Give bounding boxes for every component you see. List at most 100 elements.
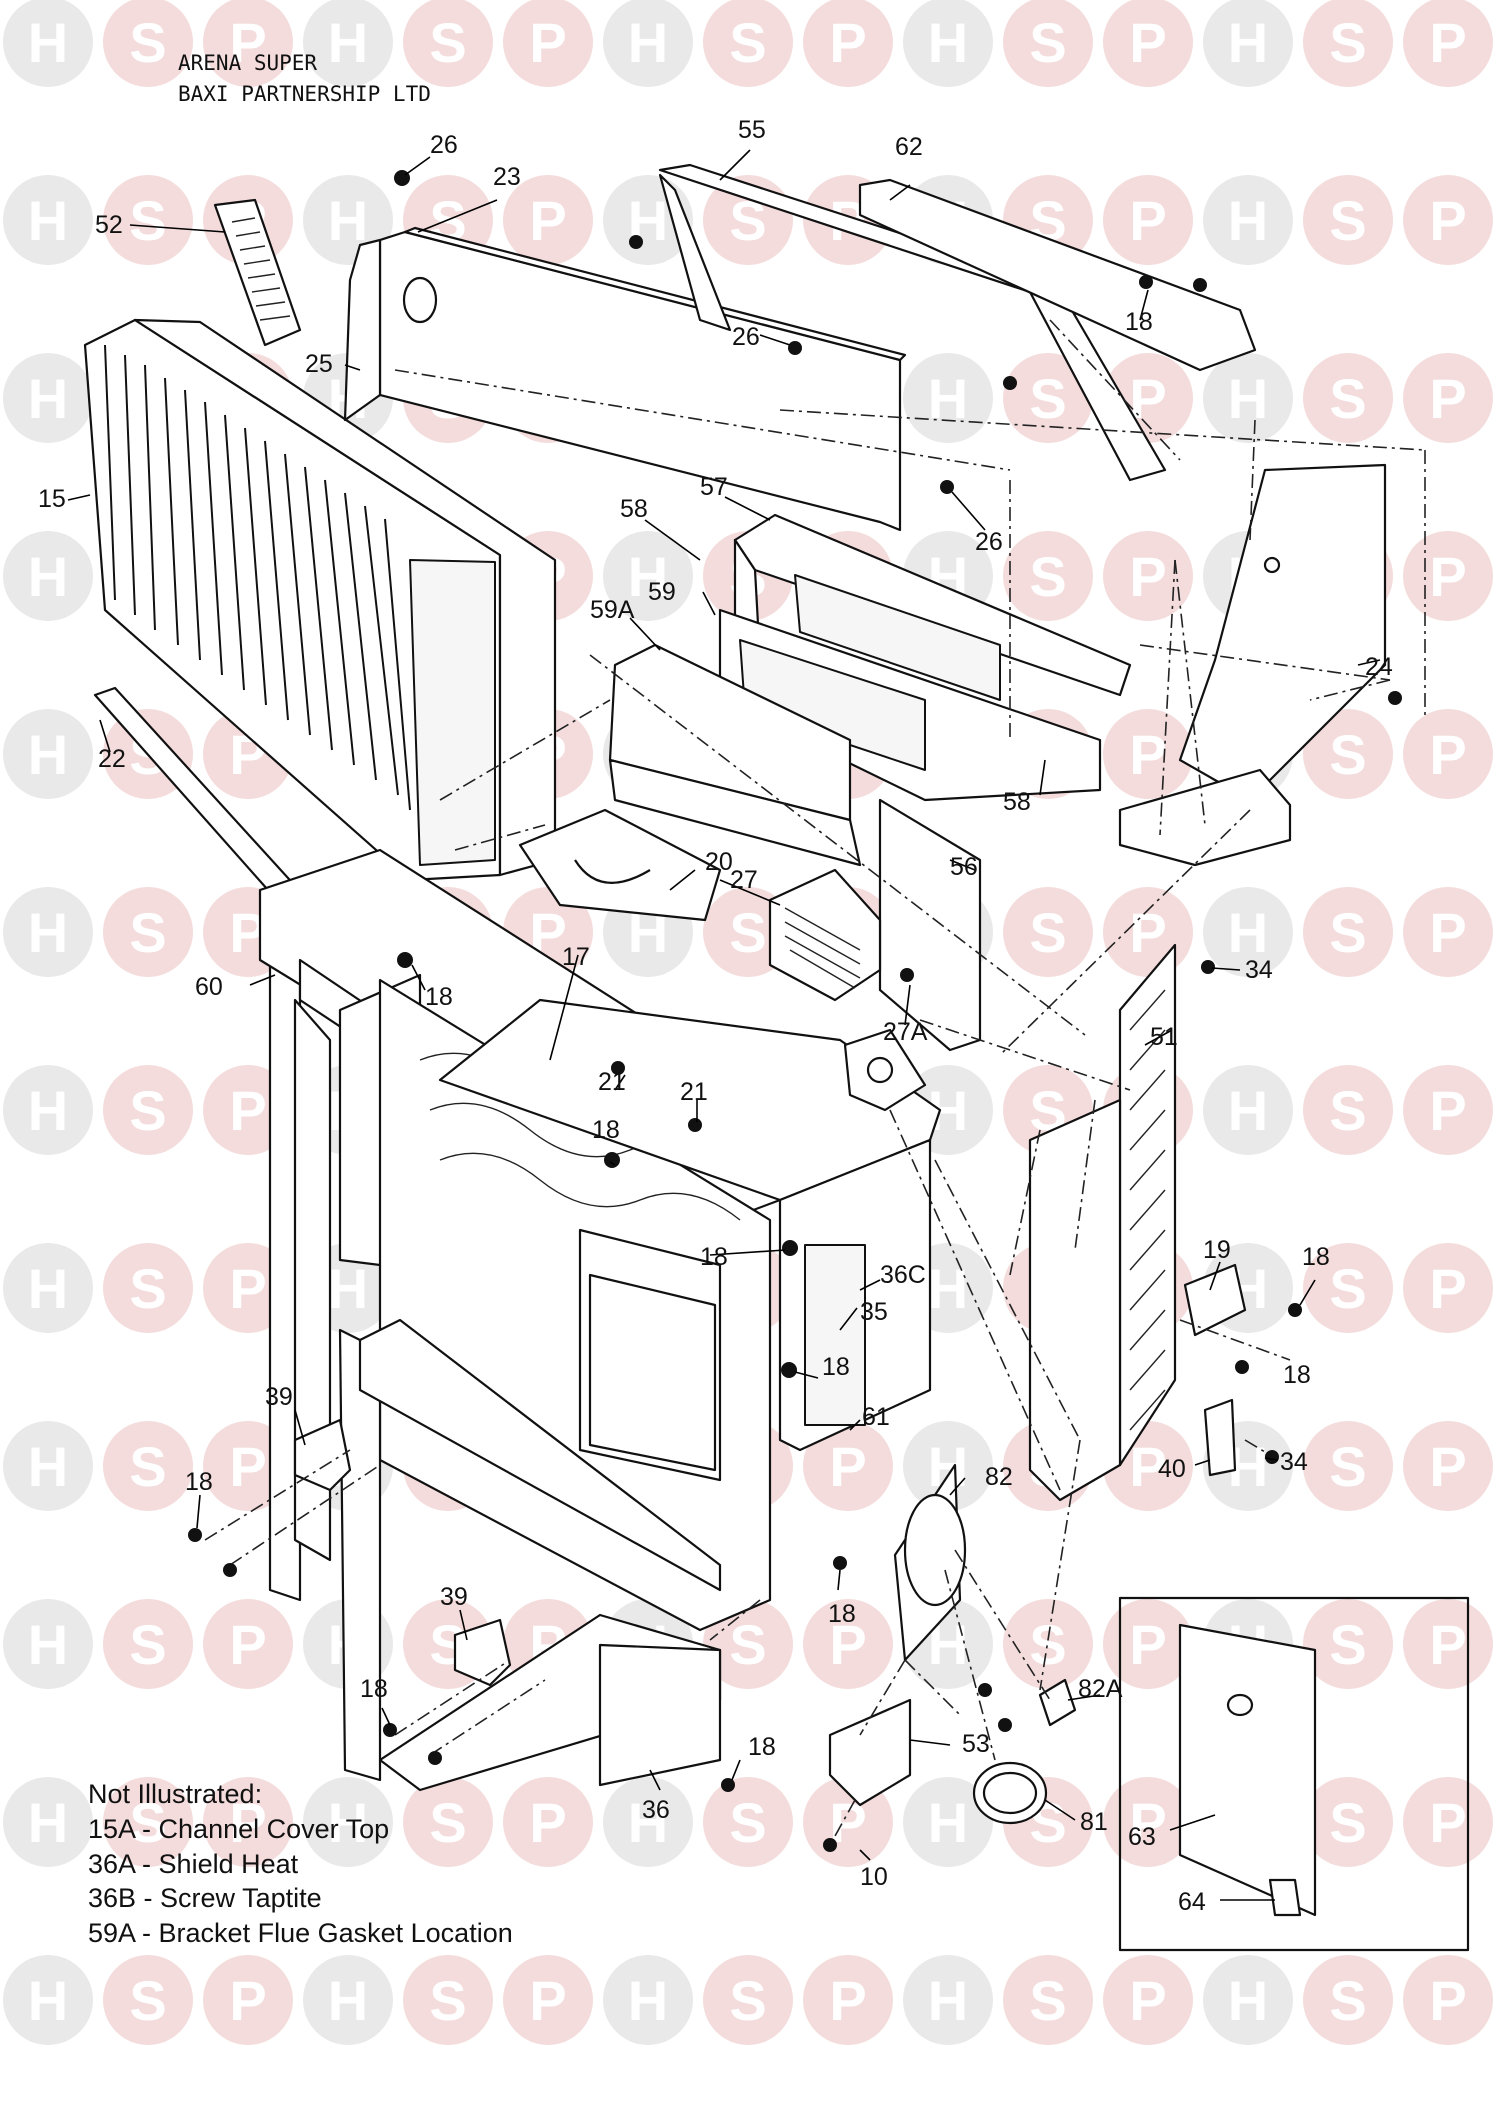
watermark-letter: S	[429, 1969, 466, 2032]
watermark-letter: S	[1329, 1435, 1366, 1498]
screws	[188, 170, 1402, 1852]
watermark-circle	[1003, 887, 1093, 977]
watermark-letter: H	[928, 1791, 968, 1854]
callout-60: 60	[195, 973, 223, 1001]
inset-panel-63	[1118, 1596, 1470, 1952]
watermark-letter: P	[829, 11, 866, 74]
watermark-letter: P	[229, 1435, 266, 1498]
watermark-letter: S	[1329, 11, 1366, 74]
part-20-base-tray	[518, 808, 722, 922]
callout-26: 26	[430, 131, 458, 159]
callout-20: 20	[705, 848, 733, 876]
watermark-circle	[803, 1421, 893, 1511]
callout-64: 64	[1178, 1888, 1206, 1916]
part-82A-clip	[1038, 1678, 1077, 1727]
callout-18: 18	[1283, 1361, 1311, 1389]
watermark-circle	[3, 175, 93, 265]
watermark-circle	[1303, 1421, 1393, 1511]
watermark-circle	[1103, 709, 1193, 799]
watermark-circle	[903, 1777, 993, 1867]
watermark-circle	[1303, 1065, 1393, 1155]
screw-icon	[788, 341, 802, 355]
watermark-letter: S	[1329, 367, 1366, 430]
assembly-lines	[204, 319, 1426, 1846]
watermark-circle	[1403, 887, 1493, 977]
callout-27A: 27A	[883, 1018, 928, 1046]
watermark-letter: H	[928, 1969, 968, 2032]
callout-51: 51	[1150, 1023, 1178, 1051]
watermark-letter: H	[628, 1791, 668, 1854]
watermark-circle	[203, 1955, 293, 2045]
watermark-letter: H	[628, 11, 668, 74]
watermark-letter: P	[529, 11, 566, 74]
callout-36: 36	[642, 1796, 670, 1824]
watermark-circle	[1003, 1599, 1093, 1689]
watermark-letter: H	[28, 723, 68, 786]
watermark-circle	[3, 353, 93, 443]
watermark-circle	[1103, 1955, 1193, 2045]
screw-icon	[383, 1723, 397, 1737]
screw-icon	[629, 235, 643, 249]
callout-82: 82	[985, 1463, 1013, 1491]
screw-icon	[188, 1528, 202, 1542]
callout-19: 19	[1203, 1236, 1231, 1264]
part-27A-control-valve	[843, 1028, 927, 1112]
watermark-circle	[3, 1421, 93, 1511]
screw-icon	[1193, 278, 1207, 292]
screw-icon	[781, 1362, 797, 1378]
watermark-circle	[1303, 175, 1393, 265]
part-82-flue-bracket	[893, 1463, 967, 1662]
screw-icon	[688, 1118, 702, 1132]
watermark-circle	[1303, 0, 1393, 87]
watermark-letter: H	[1228, 901, 1268, 964]
watermark-letter: H	[28, 545, 68, 608]
watermark-circle	[1303, 709, 1393, 799]
watermark-letter: H	[1228, 11, 1268, 74]
watermark-letter: S	[729, 901, 766, 964]
part-39-hinge-upper	[293, 1418, 352, 1492]
watermark-circle	[103, 1777, 193, 1867]
watermark-circle	[1303, 1599, 1393, 1689]
callout-52: 52	[95, 211, 123, 239]
callout-36C: 36C	[880, 1261, 926, 1289]
watermark-circle	[1303, 1777, 1393, 1867]
part-60-main-frame	[258, 848, 782, 1632]
callout-22: 22	[98, 745, 126, 773]
header-model: ARENA SUPER	[178, 51, 317, 75]
watermark-letter: P	[1429, 1435, 1466, 1498]
screw-icon	[1201, 960, 1215, 974]
callout-18: 18	[822, 1353, 850, 1381]
watermark-circle	[303, 1955, 393, 2045]
callout-35: 35	[860, 1298, 888, 1326]
watermark-letter: S	[729, 1791, 766, 1854]
watermark-letter: H	[1228, 189, 1268, 252]
callout-82A: 82A	[1078, 1675, 1123, 1703]
watermark-letter: P	[1429, 723, 1466, 786]
watermark-circle	[103, 1599, 193, 1689]
watermark-letter: H	[1228, 1969, 1268, 2032]
watermark-circle	[403, 1955, 493, 2045]
callout-18: 18	[700, 1243, 728, 1271]
watermark-circle	[3, 531, 93, 621]
callout-63: 63	[1128, 1823, 1156, 1851]
part-62-top-plate	[858, 178, 1257, 372]
watermark-letter: P	[1429, 545, 1466, 608]
watermark-letter: P	[1129, 901, 1166, 964]
screw-icon	[1388, 691, 1402, 705]
callout-21: 21	[680, 1078, 708, 1106]
watermark-letter: H	[328, 189, 368, 252]
callout-39: 39	[265, 1383, 293, 1411]
not-illustrated-notes: Not Illustrated: 15A - Channel Cover Top…	[88, 1779, 513, 1948]
watermark-circle	[303, 0, 393, 87]
watermark-circle	[3, 1599, 93, 1689]
screw-icon	[611, 1061, 625, 1075]
watermark-circle	[103, 1421, 193, 1511]
watermark-circle	[3, 1065, 93, 1155]
watermark-letter: P	[1129, 189, 1166, 252]
callout-21: 21	[598, 1068, 626, 1096]
watermark-letter: P	[1429, 11, 1466, 74]
part-lower-front-frame	[338, 1318, 722, 1792]
watermark-letter: S	[129, 1079, 166, 1142]
callout-34: 34	[1245, 956, 1273, 984]
watermark-circle	[303, 1777, 393, 1867]
